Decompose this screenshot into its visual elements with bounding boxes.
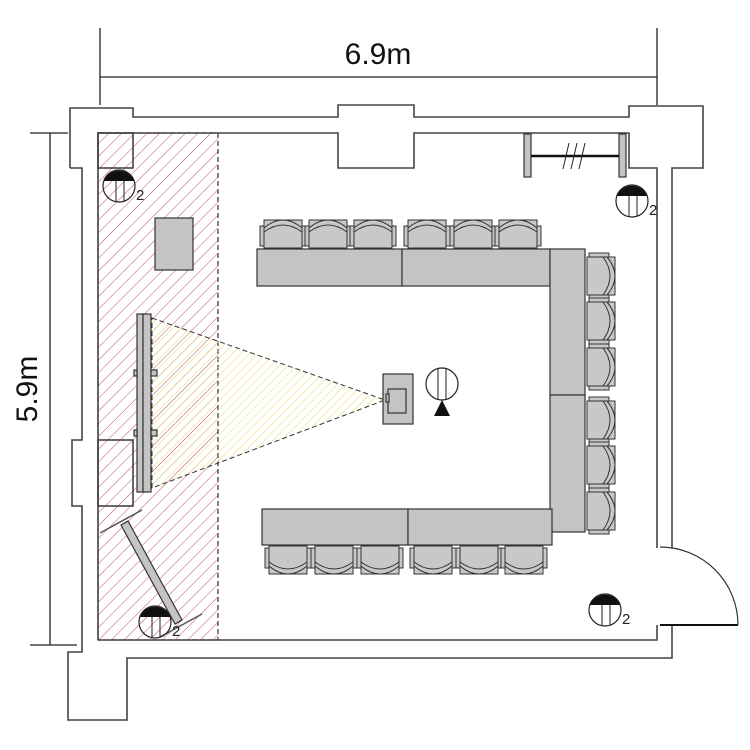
direction-arrow-icon [434,400,450,416]
chair [259,219,307,249]
walls [67,104,704,721]
chair [586,441,616,489]
chair [586,343,616,391]
camera-icon: 2 [138,605,180,640]
camera-label: 2 [172,623,180,640]
camera-label: 2 [136,187,144,204]
camera-icon: 2 [615,184,657,219]
center-camera-icon [425,367,459,416]
table-segment [407,508,553,546]
chair [356,545,404,575]
camera-label: 2 [649,202,657,219]
table-segment [549,394,586,533]
height-dimension: 5.9m [11,132,77,646]
chair [310,545,358,575]
projector [382,373,414,425]
chair [586,297,616,345]
table-segment [401,248,551,287]
cameras: 2 2 2 2 [102,169,657,640]
chair [304,219,352,249]
u-shaped-table [256,248,586,546]
projection-cone [151,317,387,489]
chairs [259,219,616,575]
table-segment [549,248,586,396]
width-dimension: 6.9m [99,28,658,105]
chair [494,219,542,249]
chair [455,545,503,575]
height-label: 5.9m [11,356,44,423]
chair [586,396,616,444]
chair [409,545,457,575]
chair [586,487,616,535]
camera-icon: 2 [102,169,144,204]
chair [349,219,397,249]
chair [586,252,616,300]
chair [449,219,497,249]
width-label: 6.9m [345,38,412,71]
projection-screen [133,313,158,493]
cabinet [154,217,194,271]
chair [264,545,312,575]
chair [403,219,451,249]
camera-label: 2 [622,611,630,628]
window [523,133,627,178]
table-segment [261,508,409,546]
table-segment [256,248,403,287]
chair [500,545,548,575]
camera-icon: 2 [588,593,630,628]
entrance-door[interactable] [659,546,739,626]
